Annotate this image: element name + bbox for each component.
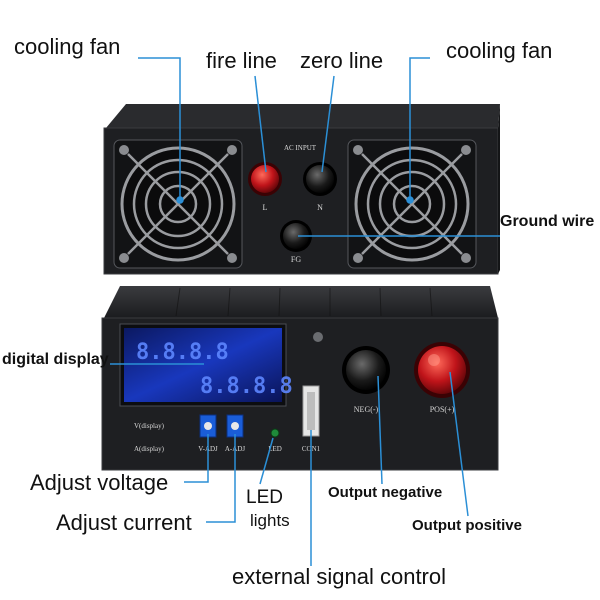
zero-line-terminal bbox=[303, 162, 337, 196]
voltage-adjust-pot bbox=[199, 414, 217, 438]
label-lights: lights bbox=[250, 511, 290, 530]
front-panel: 8.8.8.8 8.8.8.8 V(display) A(display) V-… bbox=[101, 286, 499, 471]
callout-zero-line bbox=[321, 75, 335, 173]
digital-display bbox=[124, 328, 282, 402]
pos-text: POS(+) bbox=[430, 405, 455, 414]
label-digital-display: digital display bbox=[2, 351, 109, 368]
current-readout: 8.8.8.8 bbox=[200, 374, 293, 399]
neg-text: NEG(-) bbox=[354, 405, 379, 414]
left-fan bbox=[113, 139, 243, 269]
label-cooling-fan-left: cooling fan bbox=[14, 34, 121, 59]
label-external-signal-control: external signal control bbox=[232, 564, 447, 589]
front-case-top bbox=[104, 286, 498, 318]
output-negative-terminal bbox=[342, 346, 390, 394]
callout-fire-line bbox=[254, 75, 267, 173]
label-led: LED bbox=[246, 487, 283, 508]
callout-led bbox=[259, 437, 274, 485]
label-output-negative: Output negative bbox=[328, 484, 443, 501]
ground-terminal bbox=[280, 220, 312, 252]
callout-cooling-fan-right bbox=[409, 57, 430, 200]
callout-output-negative bbox=[377, 375, 383, 485]
callout-adjust-current bbox=[206, 434, 236, 523]
label-cooling-fan-right: cooling fan bbox=[446, 38, 553, 63]
callout-lines bbox=[110, 57, 500, 566]
label-output-positive: Output positive bbox=[412, 517, 522, 534]
ac-input-text: AC INPUT bbox=[284, 144, 317, 152]
rear-case-top bbox=[106, 104, 500, 128]
current-adjust-pot bbox=[226, 414, 244, 438]
led-text: LED bbox=[268, 445, 282, 453]
fg-text: FG bbox=[291, 255, 301, 264]
output-positive-terminal bbox=[414, 342, 470, 398]
rear-panel: AC INPUT L N FG bbox=[103, 104, 500, 275]
label-fire-line: fire line bbox=[206, 48, 277, 73]
v-display-text: V(display) bbox=[134, 422, 165, 430]
right-fan bbox=[347, 139, 477, 269]
a-display-text: A(display) bbox=[134, 445, 165, 453]
label-zero-line: zero line bbox=[300, 48, 384, 73]
callout-adjust-voltage bbox=[184, 434, 209, 483]
label-adjust-voltage: Adjust voltage bbox=[30, 470, 169, 495]
led-light bbox=[270, 428, 280, 438]
label-ground-wire: Ground wire bbox=[500, 213, 595, 230]
callout-output-positive bbox=[449, 371, 469, 517]
label-adjust-current: Adjust current bbox=[56, 510, 192, 535]
voltage-readout: 8.8.8.8 bbox=[136, 340, 229, 365]
callout-cooling-fan-left bbox=[138, 57, 181, 200]
n-text: N bbox=[317, 203, 323, 212]
fire-line-terminal bbox=[248, 162, 282, 196]
l-text: L bbox=[263, 203, 268, 212]
